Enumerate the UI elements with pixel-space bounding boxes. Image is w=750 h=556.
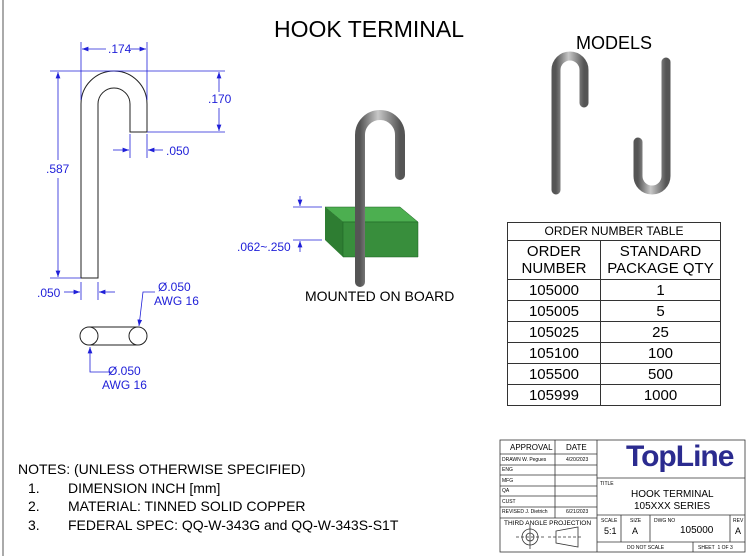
note-item: 1. DIMENSION INCH [mm] — [18, 479, 398, 498]
section-dia-2: Ø.050 — [108, 364, 141, 378]
3d-models — [551, 51, 671, 195]
scale-value: 5:1 — [604, 526, 617, 536]
order-number: 105005 — [507, 300, 601, 322]
approval-row: REVISED J. Dietrich — [502, 509, 548, 515]
title-label: TITLE — [600, 481, 614, 487]
package-qty: 1000 — [600, 384, 721, 406]
dim-width: .174 — [108, 42, 132, 56]
mounted-on-board-view — [324, 110, 419, 287]
title-line-2: 105XXX SERIES — [634, 501, 711, 512]
package-qty: 25 — [600, 321, 721, 343]
drawing-title: HOOK TERMINAL — [274, 16, 464, 42]
models-label: MODELS — [576, 33, 653, 53]
note-text: DIMENSION INCH [mm] — [68, 479, 221, 496]
dim-wire-dia: .050 — [37, 286, 61, 300]
rev-value: A — [735, 526, 742, 536]
dim-hook-height: .170 — [208, 92, 232, 106]
approval-role: QA — [502, 488, 510, 494]
size-label: SIZE — [630, 518, 642, 524]
notes: NOTES: (UNLESS OTHERWISE SPECIFIED) 1. DI… — [18, 460, 398, 534]
note-item: 2. MATERIAL: TINNED SOLID COPPER — [18, 497, 398, 516]
dimension-lines — [50, 42, 322, 373]
order-number: 105500 — [507, 363, 601, 385]
notes-heading: NOTES: (UNLESS OTHERWISE SPECIFIED) — [18, 461, 306, 477]
approval-role: CUST — [502, 499, 516, 505]
scale-label: SCALE — [601, 518, 618, 524]
order-number: 105025 — [507, 321, 601, 343]
order-number: 105999 — [507, 384, 601, 406]
sheet-info: SHEET 1 OF 3 — [698, 545, 733, 551]
approval-row: DRAWN W. Pegues — [502, 457, 547, 463]
note-item: 3. FEDERAL SPEC: QQ-W-343G and QQ-W-343S-… — [18, 516, 398, 535]
hook-profile-view — [80, 70, 148, 279]
order-number: 105100 — [507, 342, 601, 364]
header-package-qty: STANDARD PACKAGE QTY — [600, 240, 721, 280]
approval-role: ENG — [502, 467, 513, 473]
note-number: 1. — [28, 479, 40, 496]
approval-header: APPROVAL — [510, 443, 553, 452]
note-text: FEDERAL SPEC: QQ-W-343G and QQ-W-343S-S1… — [68, 516, 399, 533]
third-angle-projection-icon — [516, 525, 582, 549]
date-header: DATE — [566, 443, 587, 452]
note-number: 3. — [28, 516, 40, 533]
title-line-1: HOOK TERMINAL — [631, 489, 714, 500]
section-dia-1: Ø.050 — [158, 280, 191, 294]
section-awg-2: AWG 16 — [102, 378, 147, 392]
dim-total-length: .587 — [46, 162, 70, 176]
approval-role: MFG — [502, 478, 514, 484]
dwg-label: DWG NO — [654, 518, 676, 524]
do-not-scale: DO NOT SCALE — [627, 545, 665, 551]
package-qty: 1 — [600, 279, 721, 301]
wire-section-view — [79, 326, 148, 346]
package-qty: 5 — [600, 300, 721, 322]
rev-label: REV — [733, 518, 744, 524]
mounted-label: MOUNTED ON BOARD — [305, 288, 455, 304]
dim-board-thickness: .062~.250 — [237, 240, 291, 254]
note-number: 2. — [28, 498, 40, 514]
table-title: ORDER NUMBER TABLE — [507, 222, 721, 241]
order-number: 105000 — [507, 279, 601, 301]
approval-date: 6/21/2023 — [566, 509, 589, 515]
title-block-frame — [499, 439, 746, 553]
projection-label: THIRD ANGLE PROJECTION — [504, 520, 592, 527]
dwg-value: 105000 — [680, 525, 714, 536]
topline-logo: TopLine — [626, 440, 734, 473]
size-value: A — [632, 526, 639, 536]
approval-date: 4/20/2023 — [566, 457, 589, 463]
package-qty: 100 — [600, 342, 721, 364]
section-awg-1: AWG 16 — [154, 294, 199, 308]
package-qty: 500 — [600, 363, 721, 385]
dim-gap: .050 — [166, 144, 190, 158]
header-order-number: ORDER NUMBER — [507, 240, 601, 280]
note-text: MATERIAL: TINNED SOLID COPPER — [68, 498, 306, 514]
